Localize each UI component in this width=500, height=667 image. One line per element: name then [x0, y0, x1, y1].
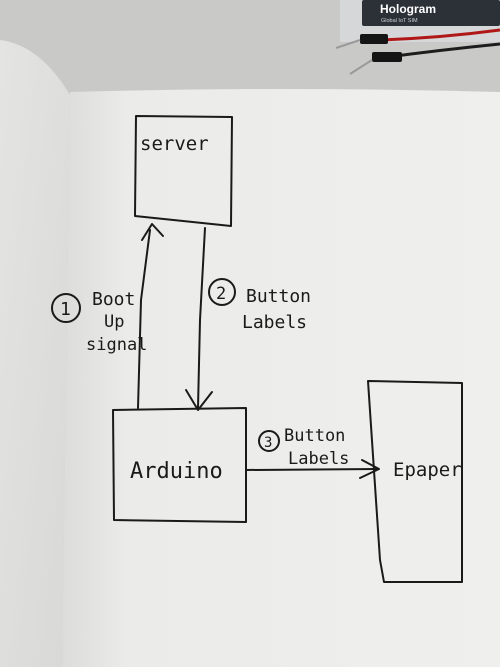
epaper-box [367, 380, 463, 583]
arrow-1-label-line-2: Up [104, 312, 124, 332]
arrow-boot-up [137, 223, 164, 409]
arrow-3-label-line-1: Button [284, 426, 345, 446]
back-page [0, 40, 70, 667]
sim-tagline: Global IoT SIM [381, 18, 418, 24]
server-box [134, 115, 233, 227]
sim-brand: Hologram [380, 2, 436, 16]
jumper-wires [335, 28, 500, 75]
arrow-3-label-line-2: Labels [288, 449, 349, 469]
notebook-page [62, 89, 500, 667]
step-3-circle [258, 430, 280, 452]
arrow-1-label-line-3: signal [86, 335, 147, 355]
epaper-label: Epaper [393, 459, 462, 481]
arrow-button-labels-right [245, 459, 380, 479]
step-2-number: 2 [216, 284, 226, 304]
step-1-circle [51, 293, 81, 323]
step-2-circle [208, 278, 236, 306]
arrow-2-label-line-2: Labels [242, 312, 307, 333]
arrow-2-label-line-1: Button [246, 286, 311, 307]
server-label: server [140, 133, 209, 155]
arduino-box [112, 407, 247, 523]
arrow-1-label-line-1: Boot [92, 289, 135, 310]
arrow-button-labels-down [185, 227, 213, 411]
step-3-number: 3 [264, 435, 272, 451]
step-1-number: 1 [60, 299, 71, 320]
arduino-label: Arduino [130, 459, 223, 484]
